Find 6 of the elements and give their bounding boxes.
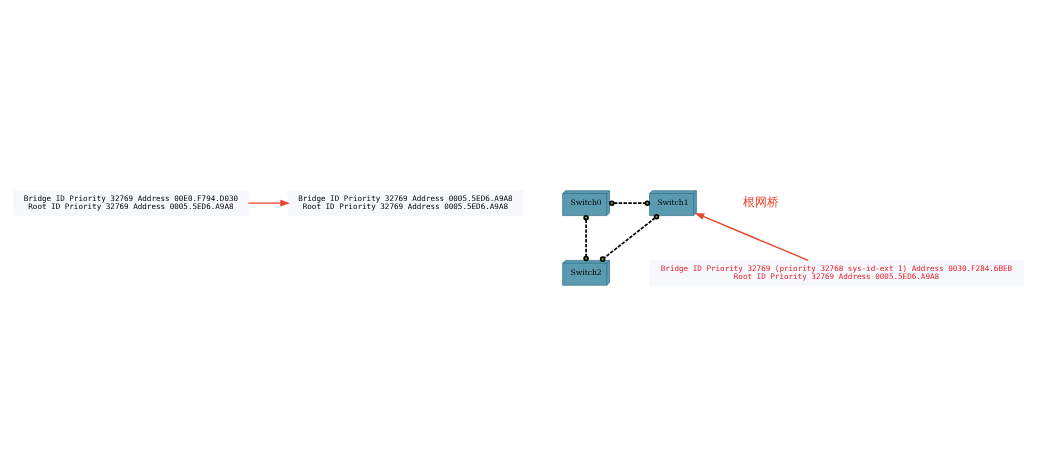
arrow <box>694 212 809 262</box>
connector <box>599 214 660 262</box>
connector <box>583 214 589 262</box>
label: 根网桥 <box>743 194 780 210</box>
arrow <box>247 199 290 207</box>
connector <box>609 200 651 206</box>
